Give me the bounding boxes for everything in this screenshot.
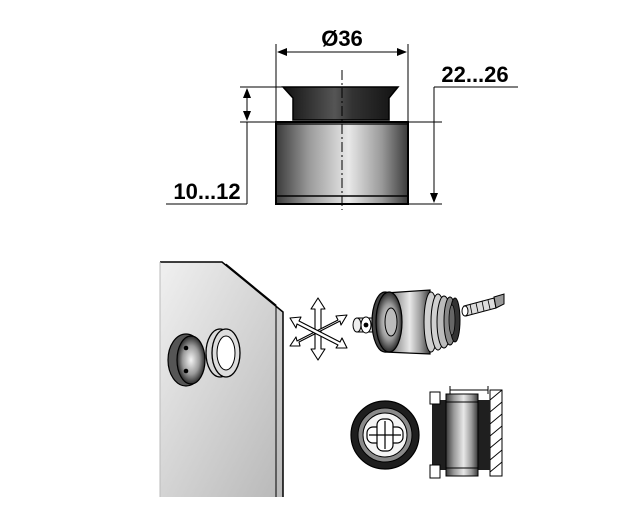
diameter-dimension: Ø36 [275, 26, 409, 122]
lock-cross-icon [366, 418, 404, 452]
left-height-label: 10...12 [173, 179, 240, 204]
mounting-disc [167, 333, 206, 387]
rubber-cap [281, 86, 400, 121]
total-height-dimension: 22...26 [408, 62, 518, 205]
side-view-fitting [275, 70, 409, 210]
section-view [429, 386, 503, 479]
cap-height-dimension: 10...12 [166, 86, 283, 205]
glass-panel [159, 261, 284, 497]
sealing-ring [205, 328, 241, 378]
fitting-assembly [352, 289, 461, 355]
right-height-label: 22...26 [441, 62, 508, 87]
screw-icon [461, 293, 505, 317]
diameter-label: Ø36 [321, 26, 363, 51]
end-view-disc [350, 400, 420, 470]
move-arrows-icon [289, 297, 348, 361]
